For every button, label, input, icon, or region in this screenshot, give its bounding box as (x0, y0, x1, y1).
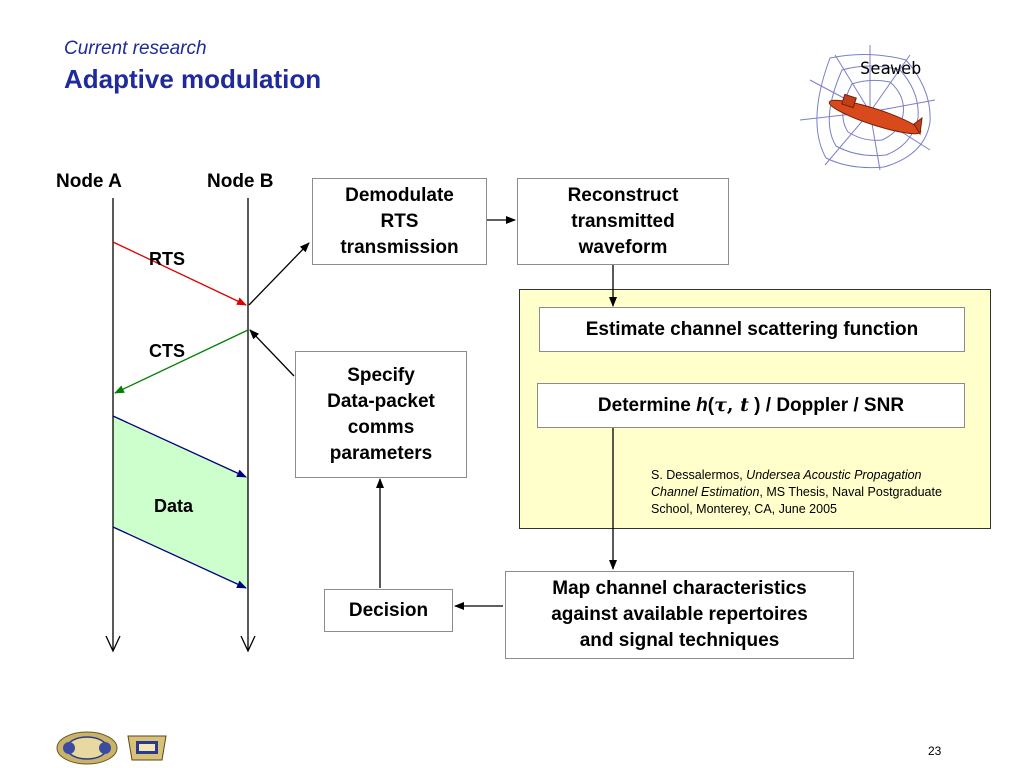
determine-comma: , (726, 394, 741, 416)
citation-details: , MS Thesis, Naval Postgraduate School, … (651, 485, 942, 516)
specify-line-2: Data-packet (327, 390, 435, 412)
determine-open: ( (707, 395, 715, 416)
node-b-label: Node B (207, 171, 274, 192)
data-region (113, 416, 248, 588)
reconstruct-line-1: Reconstruct (567, 184, 679, 206)
slide-subtitle: Current research (64, 38, 207, 59)
decision-text: Decision (348, 599, 429, 621)
reconstruct-waveform-box: Reconstruct transmitted waveform (517, 178, 729, 265)
arrow-specify-to-cts (249, 329, 295, 377)
seaweb-label: Seaweb (860, 59, 922, 79)
demodulate-line-2: RTS (380, 210, 419, 232)
nps-logo (127, 735, 167, 761)
rts-label: RTS (149, 249, 185, 269)
demodulate-line-1: Demodulate (345, 184, 454, 206)
node-a-arrowhead (105, 635, 121, 653)
determine-tau: τ (714, 394, 727, 416)
node-a-label: Node A (56, 171, 122, 192)
slide-title: Adaptive modulation (64, 64, 322, 94)
reconstruct-line-2: transmitted (571, 210, 675, 232)
map-line-2: against available repertoires (551, 604, 808, 625)
arrow-rts-to-demodulate (248, 242, 310, 306)
map-channel-box: Map channel characteristics against avai… (505, 571, 854, 659)
page-number: 23 (928, 744, 942, 758)
data-arrow-bottom (112, 526, 247, 589)
specify-line-1: Specify (347, 364, 415, 386)
determine-box: Determine h(τ, t ) / Doppler / SNR (537, 383, 965, 428)
citation-title: Undersea Acoustic Propagation Channel Es… (651, 468, 922, 499)
determine-suffix: ) / Doppler / SNR (748, 395, 905, 416)
determine-h: h (696, 395, 708, 416)
submarine-icon (828, 93, 923, 136)
onr-logo (56, 731, 118, 765)
citation-author: S. Dessalermos, (651, 468, 747, 482)
specify-line-4: parameters (329, 442, 433, 464)
rts-arrow (112, 241, 247, 306)
node-b-arrowhead (240, 635, 256, 653)
citation: S. Dessalermos, Undersea Acoustic Propag… (651, 467, 971, 518)
demodulate-rts-box: Demodulate RTS transmission (312, 178, 487, 265)
specify-parameters-box: Specify Data-packet comms parameters (295, 351, 467, 478)
determine-t: t (740, 394, 749, 416)
data-label: Data (154, 496, 194, 516)
map-line-1: Map channel characteristics (552, 578, 807, 599)
specify-line-3: comms (347, 416, 415, 438)
determine-prefix: Determine (597, 395, 697, 416)
demodulate-line-3: transmission (340, 236, 459, 258)
map-line-3: and signal techniques (579, 630, 780, 651)
cts-arrow (114, 329, 249, 394)
cts-label: CTS (149, 341, 185, 361)
data-arrow-top (112, 415, 247, 478)
estimate-channel-text: Estimate channel scattering function (585, 318, 919, 340)
estimate-channel-box: Estimate channel scattering function (539, 307, 965, 352)
reconstruct-line-3: waveform (578, 236, 668, 258)
decision-box: Decision (324, 589, 453, 632)
